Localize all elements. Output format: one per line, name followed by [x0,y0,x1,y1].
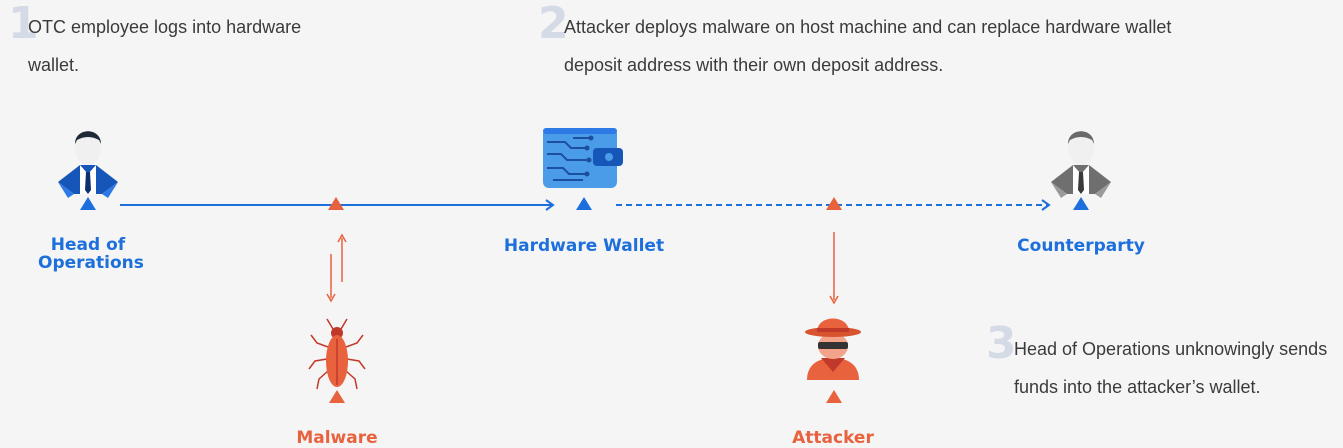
hardware-wallet-label: Hardware Wallet [503,236,665,256]
step-1-number: 1 [8,0,39,49]
attacker-intercept-marker [826,197,842,210]
attacker-link-arrow [829,232,839,305]
head-of-operations-label-line1: Head of [50,235,126,255]
head-of-operations-icon [58,131,118,198]
step-3-number: 3 [986,318,1017,369]
counterparty-icon [1051,131,1111,198]
malware-marker [329,390,345,403]
step-1: 1 OTC employee logs into hardware wallet… [8,2,308,84]
step-2-text: Attacker deploys malware on host machine… [564,17,1172,75]
step-3-text: Head of Operations unknowingly sends fun… [1014,339,1328,397]
malware-label: Malware [296,428,378,448]
bug-icon [308,318,366,390]
attacker-label: Attacker [792,428,874,448]
counterparty-label: Counterparty [1017,236,1145,256]
counterparty-marker [1073,197,1089,210]
step-3: 3 Head of Operations unknowingly sends f… [986,322,1336,406]
step-2-number: 2 [538,0,569,49]
malware-intercept-marker [328,197,344,210]
head-of-operations-label-line2: Operations [38,253,144,273]
malware-link-arrows [326,233,347,303]
head-of-operations-marker [80,197,96,210]
spy-icon [805,318,861,380]
hardware-wallet-icon [543,128,623,188]
step-1-text: OTC employee logs into hardware wallet. [28,17,302,75]
hardware-wallet-marker [576,197,592,210]
attacker-marker [826,390,842,403]
head-of-operations-label: Head of Operations [38,235,144,273]
step-2: 2 Attacker deploys malware on host machi… [538,2,1218,84]
